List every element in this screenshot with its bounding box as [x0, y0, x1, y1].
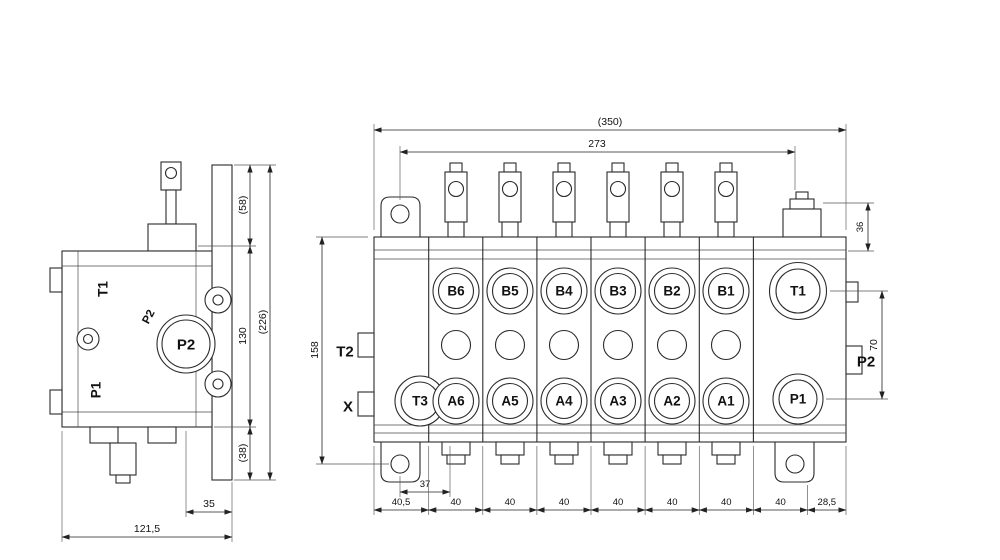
dim-40-f: 40 [721, 497, 732, 508]
port-b2: B2 [648, 267, 696, 315]
port-b4-label: B4 [555, 284, 573, 299]
dim-37: 37 [420, 479, 431, 490]
spool-bore-3 [548, 329, 580, 361]
port-b4: B4 [540, 267, 588, 315]
port-b3: B3 [594, 267, 642, 315]
t1-top-block [782, 191, 822, 238]
front-view: T3 B6 B5 B4 B3 B2 B1 A6 A5 [336, 162, 875, 483]
dim-350: (350) [598, 116, 623, 128]
spool-bore-6 [710, 329, 742, 361]
port-a5: A5 [486, 377, 534, 425]
dim-38: (38) [237, 444, 249, 463]
dim-58: (58) [237, 196, 249, 215]
port-b1-label: B1 [717, 284, 735, 299]
port-a6-label: A6 [447, 394, 465, 409]
dim-40-g: 40 [775, 497, 786, 508]
dim-40-c: 40 [559, 497, 570, 508]
dim-130: 130 [237, 327, 249, 345]
port-a1: A1 [702, 377, 750, 425]
port-t3-label: T3 [412, 394, 428, 409]
dim-40-d: 40 [613, 497, 624, 508]
side-view-dimensions: (58) 130 (38) (226) 35 121,5 [61, 164, 276, 542]
side-flange [211, 164, 233, 481]
port-a1-label: A1 [717, 394, 735, 409]
port-p1: P1 [772, 373, 824, 425]
clevis-2 [498, 162, 522, 238]
spool-bore-1 [440, 329, 472, 361]
side-view: P2 T1 P1 P2 [49, 161, 233, 484]
port-t1-label: T1 [790, 284, 806, 299]
dim-40-e: 40 [667, 497, 678, 508]
label-p2: P2 [857, 354, 875, 371]
dim-36: 36 [855, 222, 866, 233]
port-p2-face: P2 [156, 314, 216, 374]
dim-158: 158 [309, 341, 321, 359]
clevis-4 [606, 162, 630, 238]
port-b1: B1 [702, 267, 750, 315]
port-a3-label: A3 [609, 394, 627, 409]
port-a5-label: A5 [501, 394, 519, 409]
clevis-6 [714, 162, 738, 238]
label-p1-side: P1 [89, 381, 104, 398]
spool-clevises [444, 162, 738, 238]
dim-226: (226) [257, 310, 269, 335]
port-b3-label: B3 [609, 284, 627, 299]
dim-121-5: 121,5 [134, 523, 160, 535]
port-b5: B5 [486, 267, 534, 315]
label-t2: T2 [336, 344, 354, 361]
flange-bolt-holes [204, 286, 232, 398]
dim-40-5: 40,5 [392, 497, 411, 508]
port-b6: B6 [432, 267, 480, 315]
port-p1-label: P1 [790, 392, 807, 407]
port-b6-label: B6 [447, 284, 465, 299]
dim-70: 70 [868, 339, 880, 351]
dim-273: 273 [588, 138, 606, 150]
port-b5-label: B5 [501, 284, 519, 299]
clevis-1 [444, 162, 468, 238]
port-a2-label: A2 [663, 394, 680, 409]
port-t1: T1 [768, 261, 828, 321]
dim-40-a: 40 [451, 497, 462, 508]
spool-bore-2 [494, 329, 526, 361]
port-a2: A2 [648, 377, 696, 425]
dim-35: 35 [203, 498, 215, 510]
dim-40-b: 40 [505, 497, 516, 508]
clevis-3 [552, 162, 576, 238]
label-x: X [343, 399, 353, 416]
front-ports: T3 B6 B5 B4 B3 B2 B1 A6 A5 [394, 261, 828, 427]
label-t1-side: T1 [96, 281, 111, 297]
spool-bore-4 [602, 329, 634, 361]
port-a3: A3 [594, 377, 642, 425]
mounting-ears [380, 196, 815, 483]
port-p2-face-label: P2 [177, 337, 195, 354]
port-a4: A4 [540, 377, 588, 425]
port-t3: T3 [394, 375, 446, 427]
port-a6: A6 [432, 377, 480, 425]
port-a4-label: A4 [555, 394, 573, 409]
port-b2-label: B2 [663, 284, 680, 299]
side-lever [147, 161, 197, 252]
label-p2-side: P2 [140, 308, 157, 326]
front-view-dimensions: (350) 273 158 36 70 37 [309, 116, 888, 515]
dim-28-5: 28,5 [818, 497, 837, 508]
spool-bore-5 [656, 329, 688, 361]
clevis-5 [660, 162, 684, 238]
